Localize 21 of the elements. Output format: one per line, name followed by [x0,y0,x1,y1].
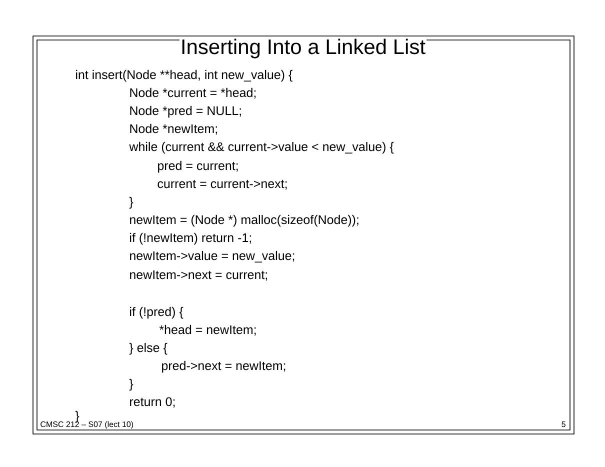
code-line: } [129,378,134,391]
code-line: pred->next = newItem; [162,360,286,373]
code-line: int insert(Node **head, int new_value) { [76,70,292,82]
code-line: newItem = (Node *) malloc(sizeof(Node)); [130,214,358,227]
code-line: newItem->value = new_value; [130,250,294,262]
code-line: current = current->next; [158,180,287,190]
code-line: Node *newItem; [130,124,217,135]
code-line: return 0; [130,397,175,408]
code-line: Node *current = *head; [130,88,256,99]
page-number: 5 [562,422,566,428]
code-line: *head = newItem; [159,324,256,336]
code-line: } [129,196,134,209]
code-line: } [75,410,80,423]
code-line: } else { [129,342,168,355]
code-line: if (!newItem) return -1; [130,232,252,245]
code-line: Node *pred = NULL; [130,106,241,118]
code-line: while (current && current->value < new_value) { [129,142,394,154]
slide-title: Inserting Into a Linked List [179,38,427,60]
code-line: newItem->next = current; [130,270,268,281]
code-line: if (!pred) { [130,306,184,319]
code-line: pred = current; [158,160,238,173]
